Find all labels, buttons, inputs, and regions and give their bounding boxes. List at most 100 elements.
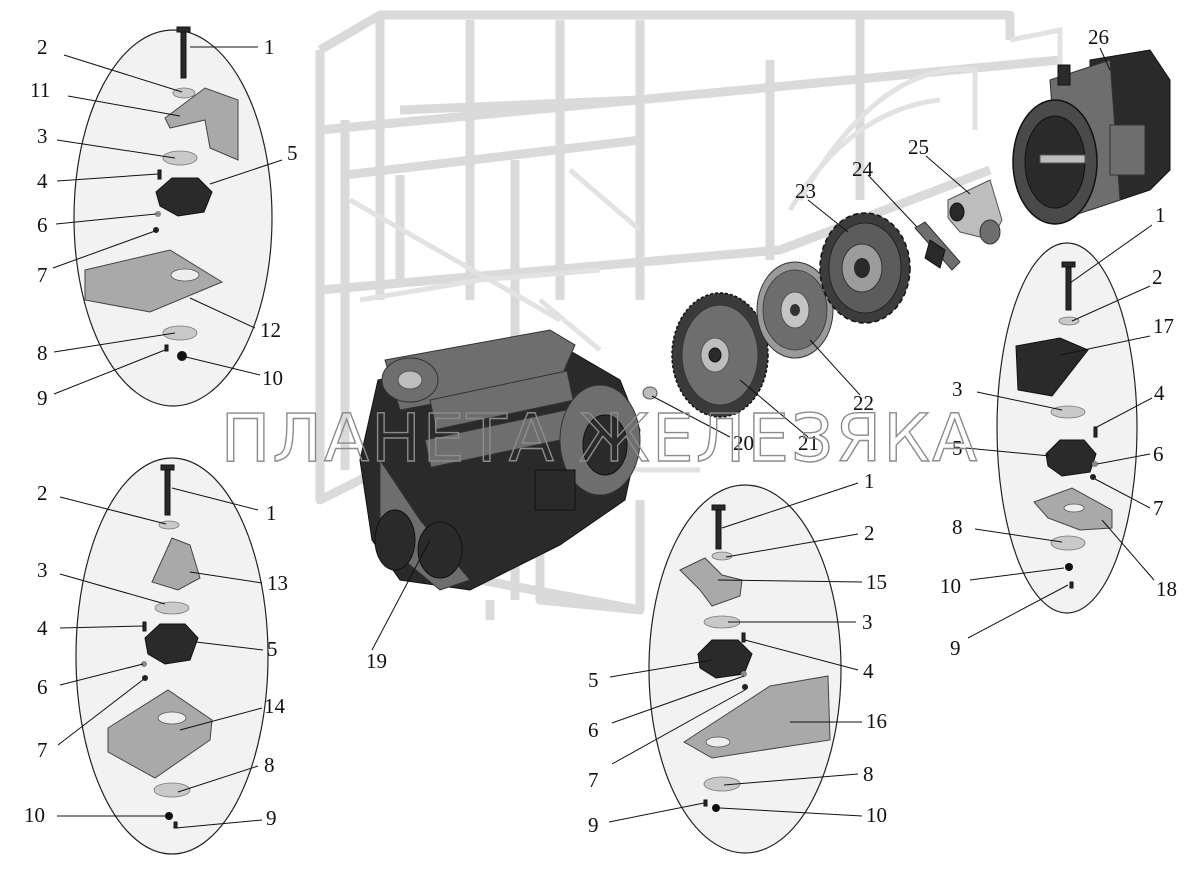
callout-6: 6: [37, 675, 48, 699]
callout-4: 4: [863, 659, 874, 683]
callout-10: 10: [940, 574, 961, 598]
bracket-12: [84, 249, 224, 313]
callout-21: 21: [798, 431, 819, 455]
callout-8: 8: [37, 341, 48, 365]
bolt-1: [164, 466, 171, 516]
clutch-disc-22: [756, 261, 834, 359]
callout-9: 9: [588, 813, 599, 837]
mount-group-3: 1 2 15 3 5 4 6 16 7 8 9 10: [588, 469, 887, 854]
pin-4: [157, 169, 162, 180]
callout-1: 1: [1155, 203, 1166, 227]
washer-3: [154, 601, 190, 615]
callout-7: 7: [37, 738, 48, 762]
callout-10: 10: [866, 803, 887, 827]
cotter-9: [1069, 581, 1074, 589]
washer-2: [172, 87, 196, 99]
nut-10: [1065, 563, 1073, 571]
bracket-14: [107, 689, 213, 779]
gearbox-26: [1012, 49, 1171, 225]
watermark-text: ПЛАНЕТА ЖЕЛЕЗЯКА: [221, 400, 979, 477]
callout-2: 2: [864, 521, 875, 545]
callout-22: 22: [853, 391, 874, 415]
callout-19: 19: [366, 649, 387, 673]
callout-8: 8: [863, 762, 874, 786]
flywheel-bolt-20: [642, 386, 658, 400]
callout-20: 20: [733, 431, 754, 455]
washer-6: [1092, 461, 1098, 467]
nut-7: [742, 684, 748, 690]
callout-4: 4: [37, 169, 48, 193]
bracket-11: [164, 87, 239, 161]
callout-16: 16: [866, 709, 887, 733]
callout-3: 3: [37, 124, 48, 148]
callout-1: 1: [264, 35, 275, 59]
callout-23: 23: [795, 179, 816, 203]
callout-2: 2: [1152, 265, 1163, 289]
nut-7: [1090, 474, 1096, 480]
main-callouts: 19 20 21 22 23 24 25 26: [366, 25, 1111, 673]
bolt-1: [715, 506, 722, 550]
washer-6: [155, 211, 161, 217]
washer-3: [162, 150, 198, 166]
nut-10: [177, 351, 187, 361]
callout-4: 4: [37, 616, 48, 640]
washer-3: [1050, 405, 1086, 419]
mount-group-1: 1 2 11 3 5 4 6 7 12 8 9 10: [30, 26, 298, 410]
flywheel-21: [671, 292, 769, 418]
callout-15: 15: [866, 570, 887, 594]
washer-8: [153, 782, 191, 798]
nut-10: [712, 804, 720, 812]
mount-group-1-oval: [73, 29, 273, 407]
callout-11: 11: [30, 78, 50, 102]
callout-6: 6: [588, 718, 599, 742]
bracket-15: [679, 557, 743, 607]
mount-group-2: 1 2 13 3 4 5 6 7 14 8 10 9: [24, 457, 288, 855]
callout-1: 1: [864, 469, 875, 493]
callout-2: 2: [37, 481, 48, 505]
callout-8: 8: [952, 515, 963, 539]
callout-14: 14: [264, 694, 286, 718]
callout-5: 5: [952, 436, 963, 460]
callout-5: 5: [588, 668, 599, 692]
callout-7: 7: [1153, 496, 1164, 520]
callout-9: 9: [950, 636, 961, 660]
washer-6: [141, 661, 147, 667]
cotter-9: [173, 821, 178, 829]
callout-6: 6: [1153, 442, 1164, 466]
callout-2: 2: [37, 35, 48, 59]
pin-4: [741, 632, 746, 643]
bolt-1: [1065, 263, 1072, 311]
washer-2: [158, 520, 180, 530]
callout-13: 13: [267, 571, 288, 595]
release-fork-24: [914, 221, 961, 271]
callout-4: 4: [1154, 381, 1165, 405]
cotter-9: [164, 344, 169, 352]
callout-5: 5: [267, 637, 278, 661]
callout-3: 3: [862, 610, 873, 634]
cushion-5: [144, 623, 199, 665]
cushion-5: [155, 177, 213, 217]
cushion-5: [697, 639, 753, 679]
washer-8: [1050, 535, 1086, 551]
callout-9: 9: [266, 806, 277, 830]
callout-7: 7: [37, 263, 48, 287]
callout-26: 26: [1088, 25, 1109, 49]
mount-group-4: 1 2 17 3 4 5 6 7 8 18 10 9: [940, 203, 1177, 660]
bus-frame: [315, 10, 1063, 620]
callout-6: 6: [37, 213, 48, 237]
bolt-1: [180, 27, 187, 79]
callout-12: 12: [260, 318, 281, 342]
callout-10: 10: [262, 366, 283, 390]
washer-8: [162, 325, 198, 341]
callout-8: 8: [264, 753, 275, 777]
washer-6: [741, 671, 747, 677]
callout-24: 24: [852, 157, 874, 181]
callout-25: 25: [908, 135, 929, 159]
nut-10: [165, 812, 173, 820]
callout-3: 3: [37, 558, 48, 582]
callout-7: 7: [588, 768, 599, 792]
release-bearing-25: [947, 179, 1003, 245]
callout-3: 3: [952, 377, 963, 401]
washer-2: [1058, 316, 1080, 326]
